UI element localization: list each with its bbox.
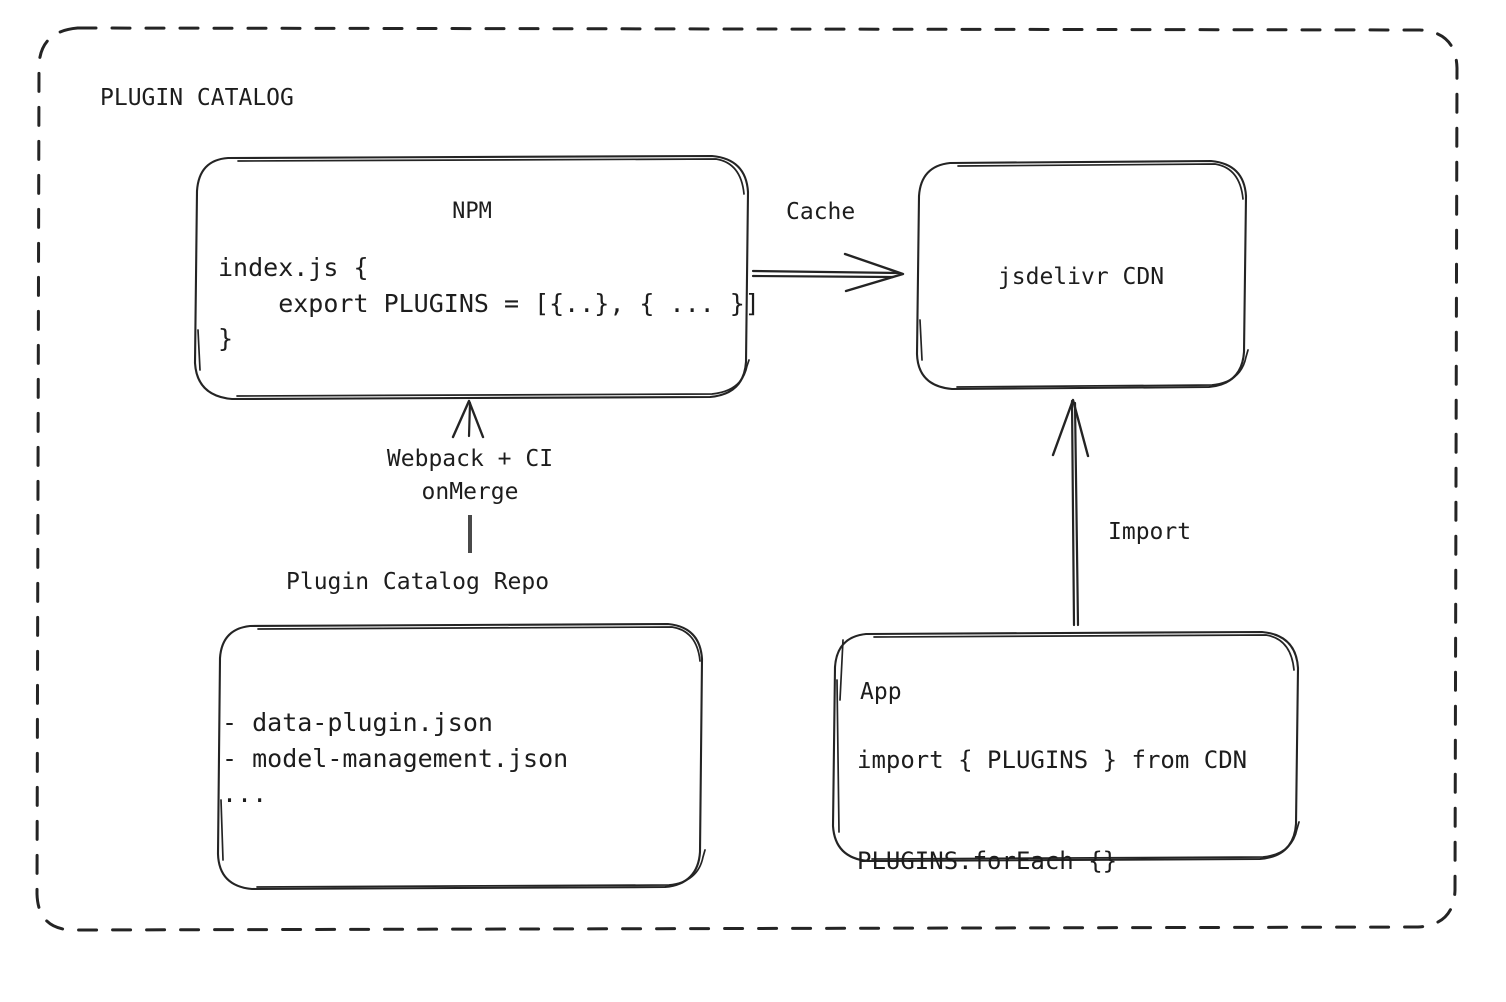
- cdn-title: jsdelivr CDN: [997, 264, 1165, 290]
- app-title: App: [860, 679, 902, 705]
- npm-box: [193, 154, 750, 401]
- npm-code-block: index.js { export PLUGINS = [{..}, { ...…: [218, 253, 760, 353]
- import-edge-label: Import: [1108, 519, 1192, 545]
- app-box: [831, 630, 1300, 863]
- build-arrow: [451, 399, 485, 553]
- plugin-catalog-frame: [35, 26, 1459, 932]
- repo-file-list: - data-plugin.json - model-management.js…: [222, 708, 569, 808]
- npm-title: NPM: [452, 199, 492, 224]
- cache-edge-label: Cache: [786, 199, 856, 225]
- frame-title: PLUGIN CATALOG: [100, 85, 294, 111]
- app-code-block: import { PLUGINS } from CDN PLUGINS.forE…: [857, 746, 1248, 875]
- import-arrow: [1051, 398, 1090, 627]
- build-edge-label: Webpack + CI onMerge: [386, 446, 554, 505]
- repo-box: [216, 622, 706, 891]
- cdn-box: [915, 159, 1249, 391]
- cache-arrow: [751, 252, 905, 293]
- repo-label: Plugin Catalog Repo: [286, 569, 550, 595]
